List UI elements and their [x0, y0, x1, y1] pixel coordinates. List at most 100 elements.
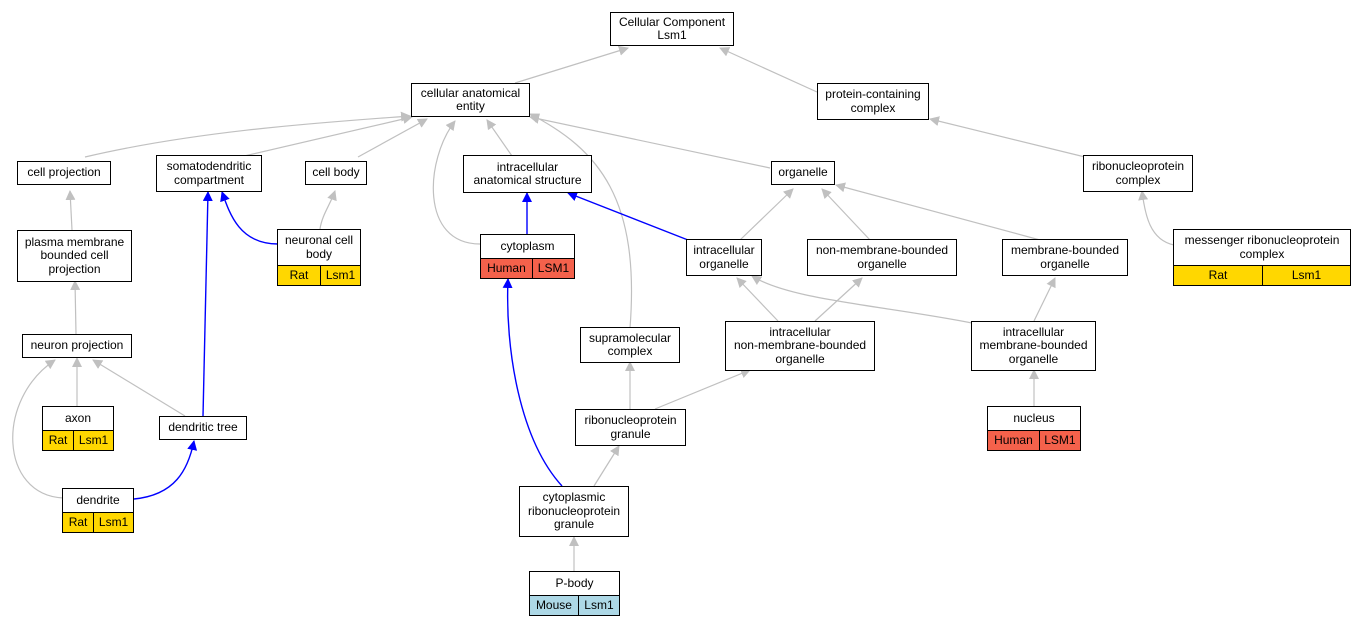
edge-cellproj-to-cae	[84, 111, 411, 158]
edge-pcc-to-root	[719, 47, 818, 93]
gene-cell: LSM1	[531, 259, 574, 278]
species-cell: Rat	[278, 266, 320, 285]
node-dendritic-tree[interactable]: dendritic tree	[159, 416, 247, 440]
edge-cytoplasm-to-cae	[432, 120, 481, 245]
node-label-line: non-membrane-bounded	[815, 243, 949, 257]
gene-cell: Lsm1	[577, 596, 619, 615]
edge-organelle-to-cae	[529, 113, 771, 169]
edge-mbo-to-organelle	[835, 182, 1041, 241]
node-label-line: cytoplasmic	[542, 490, 606, 505]
edge-intorg-to-ias	[567, 191, 689, 241]
node-label-line: neuronal cell	[284, 233, 354, 247]
node-label-line: non-membrane-bounded	[733, 338, 867, 353]
node-label: nucleus	[988, 407, 1080, 430]
node-neuron-projection[interactable]: neuron projection	[22, 334, 132, 358]
node-label-line: membrane-bounded	[1010, 243, 1120, 257]
edge-rnpc-to-pcc	[929, 116, 1086, 158]
edge-cae-to-root	[514, 45, 629, 84]
node-label-line: bounded cell	[40, 248, 109, 263]
node-label-line: messenger ribonucleoprotein	[1184, 233, 1340, 247]
node-label-line: organelle	[1008, 351, 1059, 366]
node-label: neuron projection	[31, 339, 124, 353]
node-label-line: organelle	[699, 256, 749, 271]
node-label-text: neuron projection	[31, 339, 124, 353]
node-cell-body[interactable]: cell body	[305, 161, 367, 185]
gene-cell: LSM1	[1038, 431, 1080, 450]
node-label-line: complex	[1239, 246, 1285, 261]
node-label-line: body	[305, 246, 332, 261]
node-label-line: granule	[610, 426, 651, 441]
node-label-text: cytoplasm	[500, 239, 554, 254]
node-label: organelle	[778, 166, 827, 180]
node-label-line: plasma membrane	[24, 234, 125, 249]
node-label-text: axon	[65, 411, 91, 426]
node-label-line: Lsm1	[657, 28, 687, 42]
node-label-line: protein-containing	[825, 87, 921, 101]
node-label-line: ribonucleoprotein	[527, 503, 621, 518]
node-organelle[interactable]: organelle	[771, 161, 835, 185]
gene-cell: Lsm1	[1262, 266, 1350, 285]
node-cell-projection[interactable]: cell projection	[17, 161, 111, 185]
node-label-line: intracellular	[496, 159, 559, 174]
node-label-line: intracellular	[769, 324, 831, 339]
edge-imbo-to-intorg	[751, 275, 973, 324]
node-label-line: intracellular	[1002, 324, 1065, 339]
node-label-line: membrane-bounded	[979, 338, 1088, 353]
edge-dtree-to-neuronproj	[92, 359, 186, 417]
node-label-line: cell projection	[27, 165, 101, 180]
node-label-line: entity	[456, 99, 485, 113]
node-label-line: ribonucleoprotein	[584, 413, 677, 427]
edge-cellbody-to-cae	[357, 118, 428, 158]
node-label-text: cell projection	[27, 166, 100, 180]
node-label-text: dendrite	[76, 493, 119, 508]
edge-dendrite-to-dtree	[133, 440, 198, 500]
node-label-line: P-body	[555, 575, 594, 590]
node-label: cytoplasm	[481, 235, 574, 258]
node-label: cell projection	[27, 166, 100, 180]
node-label-text: dendritic tree	[168, 421, 237, 435]
